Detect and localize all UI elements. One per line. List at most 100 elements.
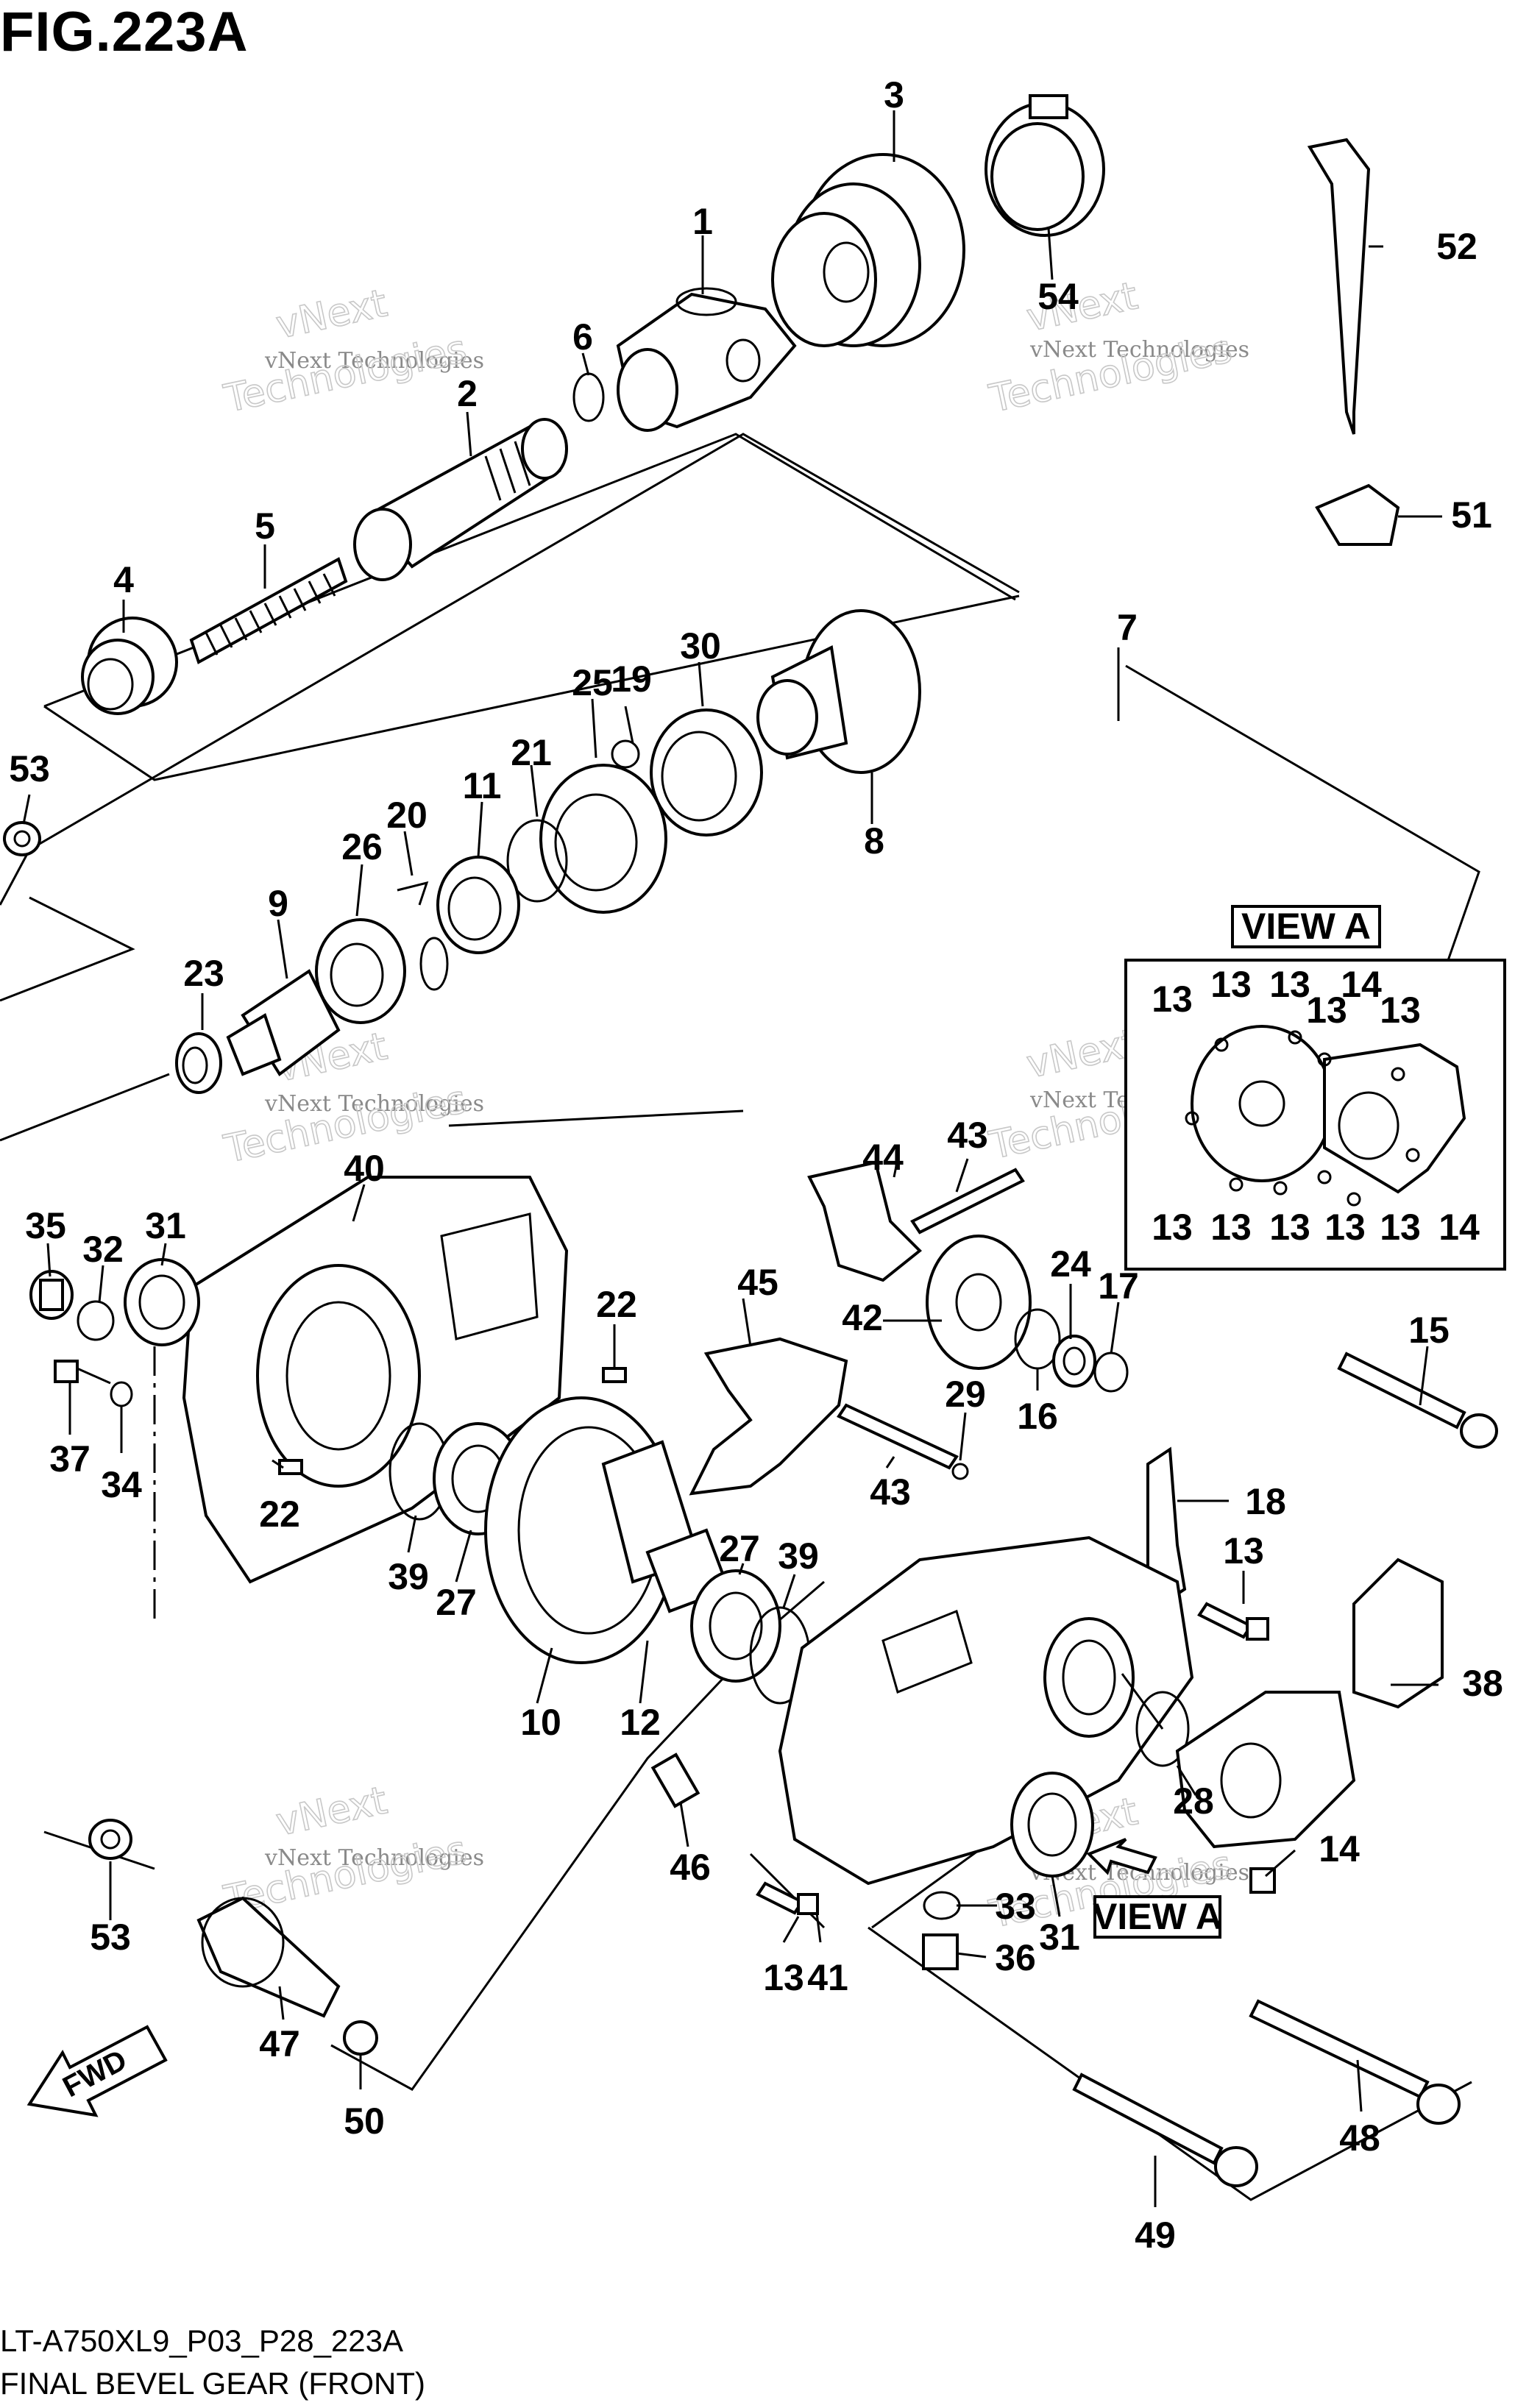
bolt-part [1072,2073,1258,2187]
callout-39-repeat: 39 [388,1556,429,1597]
callout-5: 5 [255,505,275,547]
callout-36: 36 [995,1937,1036,1978]
view-a-label: VIEW A [1241,906,1371,947]
callout-45: 45 [737,1262,778,1303]
figure-title: FIG.223A [0,1,249,63]
view-a-pointer-label: VIEW A [1093,1896,1222,1937]
view-a-callout: 13 [1210,1207,1252,1248]
cable-tie-part [1307,138,1371,435]
oil-seal-part [650,708,763,837]
watermark-text: vNext Technologies [264,348,484,374]
callout-31: 31 [145,1205,186,1246]
shim-part [506,819,568,903]
circlip-part [572,372,605,422]
bolt-part [1197,1602,1269,1641]
svg-text:vNext: vNext [272,1778,391,1844]
view-a-callout: 13 [1269,964,1310,1005]
shim-part [419,937,449,991]
callout-21: 21 [511,732,552,773]
bearing-part [315,918,406,1024]
callout-32: 32 [82,1229,124,1270]
oil-seal-part [1010,1772,1094,1878]
bolt-part [54,1360,111,1385]
callout-8: 8 [864,820,884,862]
view-a-callout: 13 [1380,990,1421,1031]
spring-part [189,557,348,664]
callout-33: 33 [995,1886,1036,1927]
dowel-pin-part [278,1459,303,1475]
callout-43: 43 [947,1115,988,1156]
bearing-part [436,856,520,954]
callout-4: 4 [113,559,134,600]
bearing-part [690,1569,781,1683]
bolt-part [756,1881,819,1915]
clamp-part [343,2020,378,2056]
callout-26: 26 [341,826,383,867]
actuator-motor-part [1175,1558,1444,1849]
callout-13: 13 [1223,1530,1264,1571]
callout-numbers: 1 2 3 4 5 6 7 8 9 10 11 12 13 14 15 16 1… [9,74,1503,2256]
callout-19: 19 [611,658,652,700]
callout-7: 7 [1117,607,1138,648]
callout-49: 49 [1135,2215,1176,2256]
oil-seal-part [1052,1335,1096,1388]
plug-part [29,1270,74,1320]
callout-44: 44 [862,1137,904,1178]
callout-53-repeat: 53 [90,1917,131,1958]
callout-16: 16 [1017,1396,1058,1437]
callout-1: 1 [692,201,713,242]
callout-20: 20 [386,795,428,836]
callout-6: 6 [572,316,593,358]
dowel-pin-part [602,1367,627,1383]
callout-30: 30 [680,625,721,667]
boot-part [771,153,965,347]
callout-13-repeat: 13 [763,1957,804,1998]
plunger-part [650,1752,700,1808]
callout-29: 29 [945,1374,986,1415]
callout-22-repeat: 22 [259,1494,300,1535]
view-a-callout: 13 [1152,1207,1193,1248]
callout-39: 39 [778,1535,819,1577]
callout-22: 22 [596,1284,637,1325]
callout-41: 41 [807,1957,848,1998]
bolt-part [1249,1999,1461,2125]
ring-gear-part [484,1396,701,1664]
callout-11: 11 [463,765,502,806]
shift-fork-part [807,1160,922,1282]
callout-38: 38 [1462,1663,1503,1704]
circlip-part [611,739,640,769]
callout-48: 48 [1339,2117,1380,2159]
nut-part [3,821,41,856]
figure-code: LT-A750XL9_P03_P28_223A [0,2323,404,2358]
callout-47: 47 [259,2023,300,2064]
callout-28: 28 [1173,1780,1214,1822]
view-a-inset: VIEW A 13 13 13 13 14 13 13 13 13 13 13 … [1124,905,1506,1271]
callout-43-repeat: 43 [870,1471,911,1513]
leader-lines [22,110,1442,2207]
bearing-part [539,764,667,914]
callout-3: 3 [884,74,904,116]
callout-14: 14 [1319,1828,1360,1869]
callout-27: 27 [719,1528,760,1569]
view-a-callout: 13 [1269,1207,1310,1248]
view-a-callout: 13 [1210,964,1252,1005]
fwd-arrow-icon: FWD [26,2025,168,2117]
callout-34: 34 [101,1464,142,1505]
callout-37: 37 [49,1438,91,1480]
gasket-part [923,1891,961,1920]
callout-12: 12 [620,1702,661,1743]
callout-18: 18 [1245,1481,1286,1522]
clip-part [397,881,429,906]
callout-10: 10 [520,1702,561,1743]
boot-clamp-part [985,94,1105,237]
callout-35: 35 [25,1205,66,1246]
callout-42: 42 [842,1297,883,1338]
pinion-gear-part [226,969,341,1076]
o-ring-part [1093,1352,1129,1393]
view-a-callout: 14 [1438,1207,1480,1248]
callout-24: 24 [1050,1243,1091,1285]
callout-23: 23 [183,953,224,994]
view-a-callout: 13 [1152,979,1193,1020]
final-gear-case-part [778,1535,1194,1886]
